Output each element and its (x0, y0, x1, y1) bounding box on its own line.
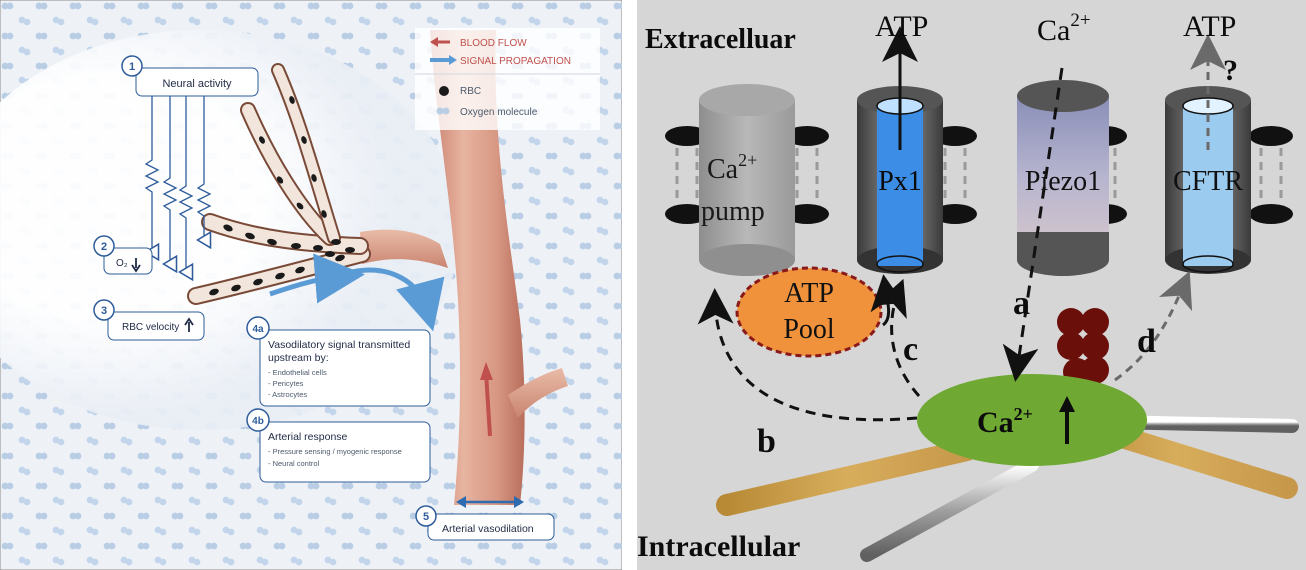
pathway-b: b (757, 423, 776, 460)
svg-text:1: 1 (129, 61, 135, 73)
step-4b-item: - Pressure sensing / myogenic response (268, 447, 402, 456)
step-4a: 4a Vasodilatory signal transmitted upstr… (246, 316, 431, 407)
piezo1-label: Piezo1 (1025, 166, 1101, 197)
intracellular-label: Intracellular (637, 530, 800, 563)
ca-pump-label: Ca2+ (707, 150, 757, 185)
svg-text:3: 3 (101, 305, 107, 317)
pathway-arrows (697, 26, 1226, 422)
arteriole (360, 229, 448, 268)
pathway-a: a (1013, 285, 1030, 322)
calcium-increase: Ca2+ (917, 374, 1147, 466)
svg-text:4b: 4b (252, 416, 264, 427)
atp-pool: ATP Pool (735, 266, 883, 358)
step-3: 3 RBC velocity (93, 299, 205, 341)
extracellular-label: Extracelluar (645, 24, 796, 55)
calcium-label: Ca2+ (977, 404, 1033, 439)
up-arrow-icon (1059, 396, 1075, 412)
step-5: 5 Arterial vasodilation (415, 496, 555, 541)
piezo1-channel: Piezo1 (1017, 80, 1109, 276)
step-2: 2 O₂ (93, 235, 153, 275)
step-4b-item: - Neural control (268, 459, 320, 468)
step-4a-title-line2: upstream by: (268, 352, 329, 364)
legend-blood-flow: BLOOD FLOW (460, 38, 527, 49)
neurovascular-svg: BLOOD FLOW SIGNAL PROPAGATION RBC Oxygen… (0, 0, 622, 570)
legend-rbc-icon (439, 86, 449, 96)
px1-label: Px1 (878, 166, 922, 197)
step-4a-title-line1: Vasodilatory signal transmitted (268, 339, 410, 351)
svg-text:4a: 4a (252, 324, 264, 335)
pathway-d: d (1137, 323, 1156, 360)
svg-text:5: 5 (423, 511, 429, 523)
step-4b: 4b Arterial response - Pressure sensing … (246, 408, 431, 483)
neural-signal-lines (146, 70, 239, 272)
question-mark: ? (1223, 54, 1238, 87)
step-2-label: O₂ (116, 258, 128, 269)
step-1-label: Neural activity (162, 78, 232, 90)
atp-release-diagram: Ca2+ pump Px1 Piezo1 (637, 0, 1306, 570)
step-5-label: Arterial vasodilation (442, 523, 534, 535)
legend-signal-propagation: SIGNAL PROPAGATION (460, 56, 571, 67)
atp-release-svg: Ca2+ pump Px1 Piezo1 (637, 0, 1306, 570)
legend: BLOOD FLOW SIGNAL PROPAGATION RBC Oxygen… (415, 28, 600, 130)
step-4b-title: Arterial response (268, 431, 348, 443)
step-3-label: RBC velocity (122, 322, 179, 333)
ca-pump-label-2: pump (701, 196, 765, 227)
atp-top-right: ATP (1183, 10, 1236, 43)
atp-top-left: ATP (875, 10, 928, 43)
legend-rbc: RBC (460, 86, 481, 97)
protein-chain (1057, 308, 1109, 386)
pathway-c: c (903, 331, 918, 368)
atp-pool-line2: Pool (783, 314, 835, 345)
step-1: 1 Neural activity (121, 55, 259, 97)
artery (430, 30, 525, 505)
ca-top-label: Ca2+ (1037, 10, 1091, 47)
ca-pump-channel: Ca2+ pump (699, 84, 795, 276)
neurovascular-coupling-diagram: BLOOD FLOW SIGNAL PROPAGATION RBC Oxygen… (0, 0, 622, 570)
step-4a-item: - Astrocytes (268, 390, 307, 399)
legend-oxygen-icon (436, 107, 444, 115)
step-4a-item: - Endothelial cells (268, 368, 327, 377)
atp-pool-line1: ATP (784, 278, 834, 309)
rbc-cluster (209, 96, 355, 296)
cftr-channel: CFTR (1165, 86, 1251, 274)
legend-oxygen: Oxygen molecule (460, 107, 538, 118)
cftr-label: CFTR (1173, 166, 1243, 197)
step-4a-item: - Pericytes (268, 379, 304, 388)
svg-text:2: 2 (101, 241, 107, 253)
